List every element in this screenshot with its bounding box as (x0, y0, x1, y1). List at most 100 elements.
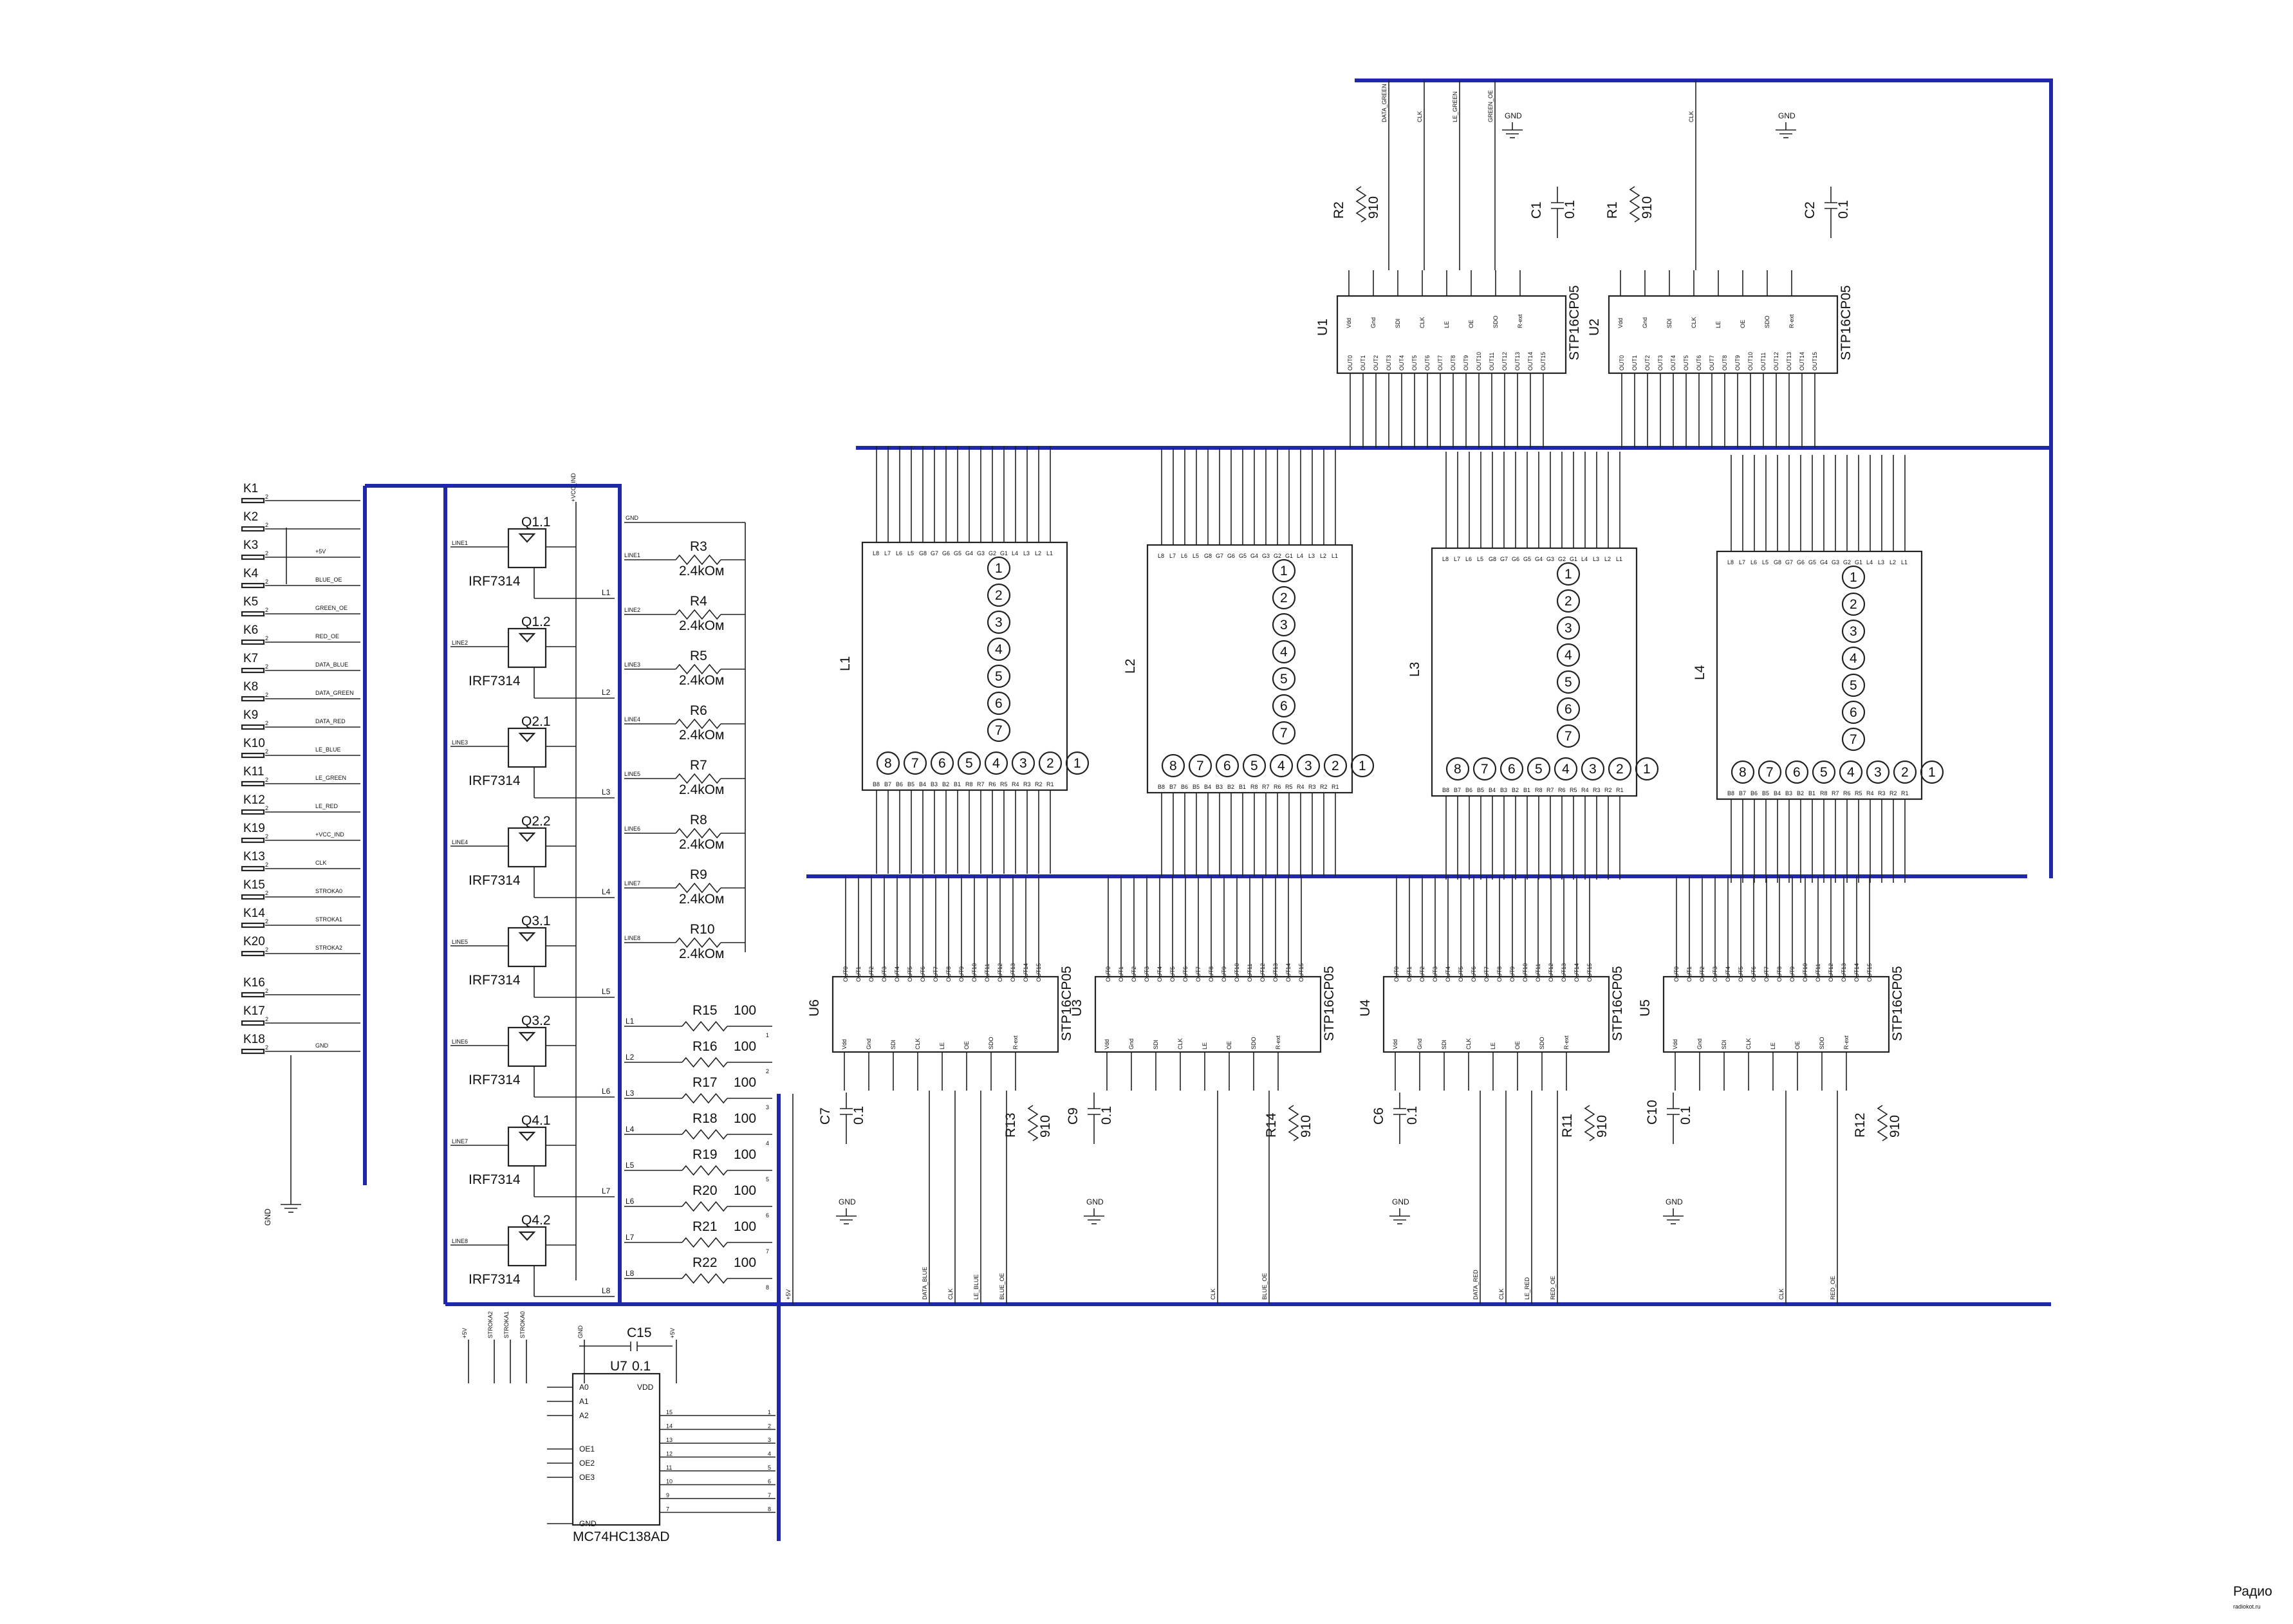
driver-out-pin: OUT8 (1722, 355, 1728, 371)
driver-ctrl-pin: SDI (1441, 1040, 1447, 1049)
driver-cap-ref: C6 (1371, 1107, 1386, 1125)
driver-res (1584, 1105, 1595, 1141)
matrix-col-label: 8 (1454, 762, 1462, 777)
matrix-col-label: 3 (1304, 759, 1312, 773)
matrix-row-node (1556, 589, 1581, 613)
matrix-top-pin: L6 (896, 550, 902, 557)
matrix-row-node (1556, 724, 1581, 748)
matrix-col-label: 6 (938, 756, 946, 771)
driver-gnd-label: GND (1505, 111, 1522, 120)
matrix-col-node (1635, 757, 1659, 781)
matrix-top-pin: G3 (1832, 559, 1839, 566)
driver-net-label: LE_RED (1524, 1277, 1530, 1300)
mosfet-diode (518, 533, 536, 543)
mosfet-diode (518, 1231, 536, 1241)
driver-out-pin: OUT6 (1696, 355, 1702, 371)
connector-net-label: CLK (315, 860, 327, 866)
driver-net-label: RED_OE (1830, 1276, 1836, 1300)
connector-label: K8 (243, 680, 258, 694)
matrix-row-node (987, 691, 1011, 715)
matrix-col-node (1839, 760, 1863, 784)
mosfet-part: IRF7314 (469, 574, 521, 589)
mosfet-diode (518, 1131, 536, 1141)
matrix-bottom-pin: B4 (1774, 790, 1781, 797)
mosfet-ref: Q3.1 (521, 914, 551, 928)
matrix-row-node (987, 610, 1011, 634)
connector-pin (241, 950, 265, 957)
series-pin: 7 (766, 1248, 769, 1255)
mosfet-ref: Q1.1 (521, 515, 551, 530)
connector-label: K20 (243, 935, 265, 948)
pullup-value: 2.4kOм (679, 946, 724, 961)
decoder-top-net: STROKA0 (519, 1311, 526, 1338)
driver-ctrl-pin: SDO (1819, 1037, 1825, 1049)
decoder-out-number: 1 (768, 1409, 771, 1416)
matrix-row-label: 3 (995, 615, 1003, 630)
driver-net-label: CLK (1416, 111, 1423, 122)
connector-label: K4 (243, 567, 259, 580)
matrix-top-pin: L1 (1616, 556, 1622, 562)
matrix-top-pin: L1 (1901, 559, 1908, 566)
matrix-row-label: 4 (995, 642, 1003, 657)
driver-out-pin: OUT13 (1514, 352, 1521, 371)
matrix-top-pin: G1 (1855, 559, 1862, 566)
matrix-bottom-pin: R7 (1832, 790, 1839, 797)
driver-out-pin: OUT11 (1760, 353, 1767, 371)
matrix-col-node (1920, 760, 1944, 784)
matrix-ref: L3 (1407, 662, 1422, 677)
matrix-col-node (1323, 753, 1348, 778)
matrix-top-pin: G7 (1216, 553, 1223, 559)
matrix-ref: L4 (1693, 665, 1707, 680)
matrix-bottom-pin: B5 (1193, 784, 1200, 790)
matrix-row-label: 7 (1280, 726, 1288, 741)
matrix-bottom-pin: R6 (1843, 790, 1851, 797)
matrix-row-node (987, 583, 1011, 607)
matrix-col-node (1866, 760, 1890, 784)
matrix-bottom-pin: R1 (1332, 784, 1339, 790)
connector-pin-number: 2 (265, 1016, 268, 1022)
mosfet-out-net: L4 (602, 887, 611, 896)
series-ref: R17 (692, 1075, 718, 1090)
driver-ref: U2 (1587, 318, 1602, 336)
driver-ctrl-pin: OE (1740, 320, 1746, 328)
mosfet-out-net: L1 (602, 588, 611, 597)
matrix-row-node (1556, 670, 1581, 694)
matrix-bottom-pin: R6 (1274, 784, 1281, 790)
matrix-col-label: 1 (1359, 759, 1366, 773)
matrix-row-label: 6 (1564, 702, 1572, 717)
matrix-top-pin: G5 (1523, 556, 1531, 562)
matrix-row-node (987, 556, 1011, 580)
decoder-pin-left: A2 (579, 1411, 589, 1420)
driver-ctrl-pin: R-ext (1517, 314, 1523, 328)
matrix-row-label: 1 (1280, 564, 1288, 578)
matrix-top-pin: G8 (919, 550, 927, 557)
connector-pin-number: 2 (265, 692, 268, 698)
series-resistor (682, 1201, 728, 1212)
driver-net-label: LE_GREEN (1452, 91, 1458, 122)
matrix-bottom-pin: B8 (873, 781, 880, 788)
matrix-col-label: 4 (992, 756, 1000, 771)
driver-ctrl-pin: Vdd (1672, 1039, 1678, 1049)
driver-res (1288, 1105, 1299, 1141)
driver-res (1629, 186, 1640, 223)
connector-pin-number: 2 (265, 748, 268, 755)
connector-label: K18 (243, 1033, 265, 1046)
mosfet-out-net: L8 (602, 1286, 611, 1295)
driver-ref: U5 (1638, 999, 1653, 1017)
pullup-ref: R7 (690, 758, 707, 773)
matrix-top-pin: G6 (1227, 553, 1235, 559)
matrix-bottom-pin: R1 (1046, 781, 1054, 788)
pullup-value: 2.4kOм (679, 564, 724, 578)
driver-ctrl-pin: SDO (1250, 1037, 1257, 1049)
matrix-bottom-pin: R2 (1889, 790, 1897, 797)
decoder-out-number: 7 (768, 1492, 771, 1499)
matrix-top-pin: L7 (1454, 556, 1460, 562)
driver-net-label: CLK (1778, 1288, 1785, 1300)
series-pin: 1 (766, 1032, 769, 1038)
pullup-net: LINE4 (624, 716, 640, 723)
series-resistor (682, 1237, 728, 1248)
matrix-top-pin: G5 (954, 550, 961, 557)
decoder-out-pin: 11 (666, 1464, 672, 1471)
